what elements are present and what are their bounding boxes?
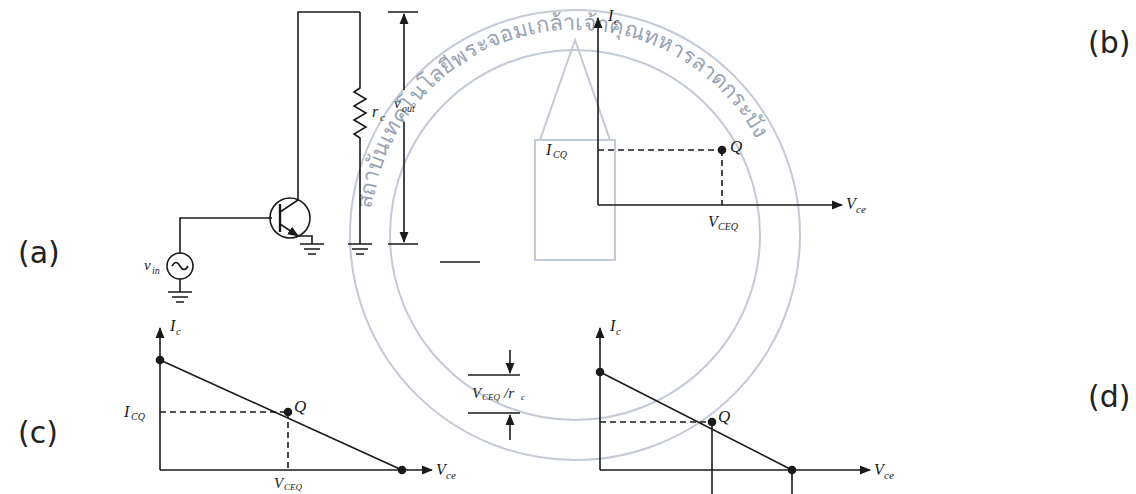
axis-subscript: CEQ xyxy=(284,483,302,492)
signal-name: v xyxy=(394,96,401,111)
axis-label: I xyxy=(608,8,613,24)
graph-c xyxy=(157,328,433,474)
resistor-name: r xyxy=(372,104,378,120)
bracket-subscript: c xyxy=(521,393,525,402)
panel-label: (c) xyxy=(18,418,58,448)
watermark-emblem xyxy=(350,10,800,460)
axis-value: I xyxy=(124,404,129,420)
axis-subscript: c xyxy=(176,326,181,337)
panel-label: (d) xyxy=(1088,382,1130,412)
axis-subscript: CQ xyxy=(553,150,567,160)
signal-subscript: in xyxy=(152,266,160,276)
axis-subscript: c xyxy=(614,16,619,27)
axis-subscript: c xyxy=(616,326,621,337)
panel-label: (b) xyxy=(1088,28,1130,58)
axis-label: V xyxy=(874,462,884,478)
axis-label: V xyxy=(436,462,446,478)
axis-value: I xyxy=(546,142,551,158)
transistor-symbol xyxy=(270,198,310,238)
graph-b xyxy=(598,18,842,205)
axis-value: V xyxy=(274,476,283,491)
signal-subscript: out xyxy=(402,104,415,114)
bracket-subscript: CEQ xyxy=(482,393,500,402)
resistor-symbol xyxy=(354,12,366,244)
ac-source-symbol xyxy=(167,253,193,279)
q-point-label: Q xyxy=(730,138,742,155)
bracket-label: V xyxy=(472,386,481,401)
circuit-a xyxy=(167,12,418,302)
axis-label: I xyxy=(610,318,615,334)
signal-name: v xyxy=(144,258,151,273)
resistor-subscript: c xyxy=(380,112,385,123)
axis-subscript: CQ xyxy=(131,412,145,422)
axis-subscript: ce xyxy=(446,470,456,481)
watermark-text: สถาบันเทคโนโลยีพระจอมเกล้าเจ้าคุณทหารลาด… xyxy=(352,10,774,210)
axis-subscript: CEQ xyxy=(718,222,738,232)
q-point-label: Q xyxy=(294,398,306,415)
watermark-text: สถาบันเทคโนโลยีพระจอมเกล้าเจ้าคุณทหารลาด… xyxy=(352,10,774,210)
axis-subscript: ce xyxy=(884,470,894,481)
q-point-label: Q xyxy=(718,408,730,425)
axis-subscript: ce xyxy=(856,204,866,215)
axis-value: V xyxy=(708,214,718,230)
bracket-label: /r xyxy=(504,386,514,401)
axis-label: I xyxy=(170,318,175,334)
graph-d xyxy=(440,262,870,494)
panel-label: (a) xyxy=(18,238,60,268)
axis-label: V xyxy=(846,196,856,212)
